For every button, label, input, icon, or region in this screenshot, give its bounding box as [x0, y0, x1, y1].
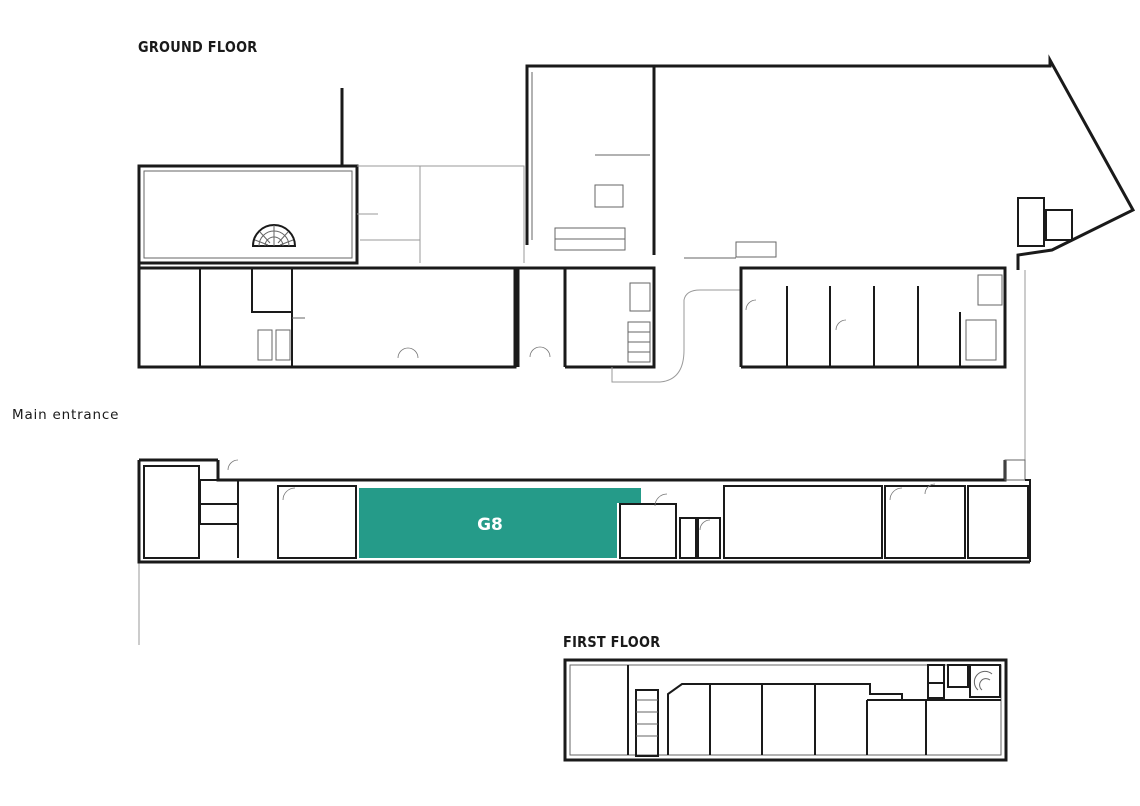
glazed-courtyard	[357, 165, 525, 263]
ground-floor-heading: GROUND FLOOR	[138, 38, 258, 56]
middle-range-west	[137, 263, 517, 369]
unit-g8-strip	[617, 488, 641, 503]
middle-range-stair-block	[516, 266, 740, 383]
south-range	[137, 458, 1031, 645]
first-floor-plan	[563, 658, 1008, 762]
middle-range-east	[739, 266, 1026, 460]
north-range-west-block	[137, 88, 359, 265]
first-floor-heading: FIRST FLOOR	[563, 633, 661, 651]
unit-g8-label: G8	[477, 515, 503, 535]
main-entrance-label: Main entrance	[12, 407, 120, 423]
unit-g8[interactable]: G8	[359, 488, 641, 558]
north-range-tall-block	[525, 54, 1136, 270]
unit-g8-area[interactable]	[359, 488, 617, 558]
